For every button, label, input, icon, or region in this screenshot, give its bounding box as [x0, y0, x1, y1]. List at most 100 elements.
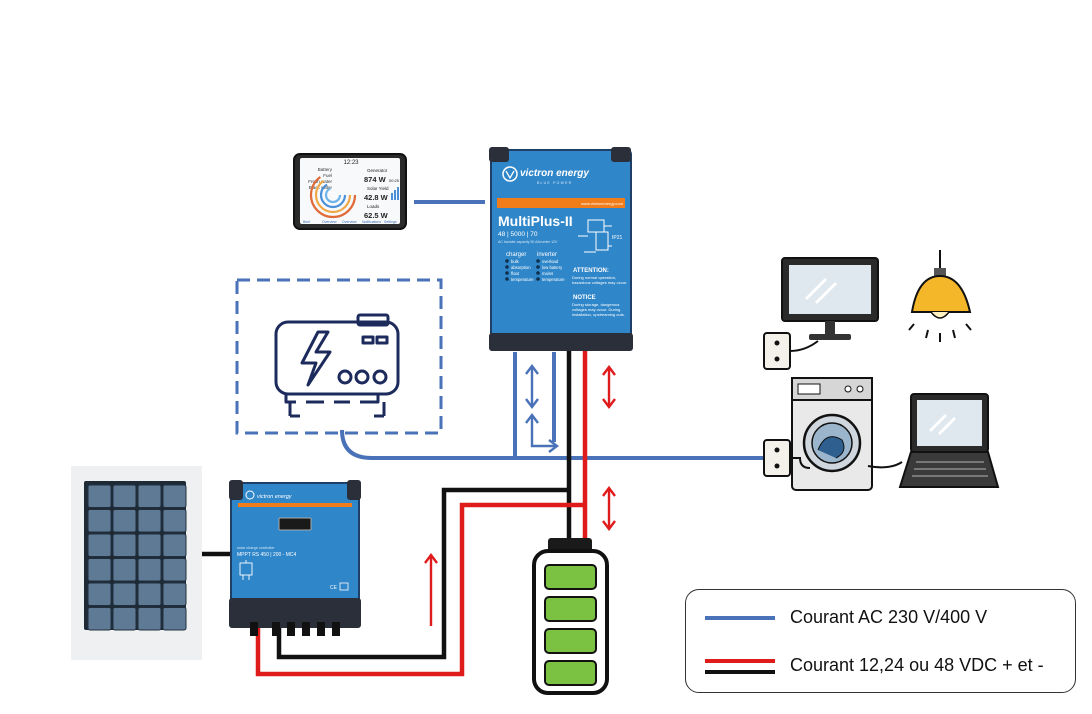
- tank-label: Fuel: [323, 173, 332, 178]
- mppt-charge-up-arrow: [424, 553, 438, 626]
- inverter-website: www.victronenergy.com: [581, 201, 624, 206]
- solar-cell: [87, 509, 112, 533]
- charger-leds: bulk absorption float temperature: [505, 259, 534, 282]
- display-nav-item: Brief: [303, 220, 310, 224]
- inverter-brand-sub: BLUE POWER: [537, 181, 572, 185]
- solar-value: 42.8 W: [364, 193, 389, 202]
- legend: Courant AC 230 V/400 V Courant 12,24 ou …: [685, 589, 1076, 693]
- solar-cell: [112, 509, 137, 533]
- gx-touch-display: 12:23 Battery Fuel Fresh water Black wat…: [293, 153, 407, 230]
- ceiling-lamp-icon: [908, 250, 972, 342]
- solar-cell: [112, 607, 137, 631]
- inverter-model: MultiPlus-II: [498, 213, 573, 229]
- loads: [763, 250, 1000, 491]
- mppt-circuit-icon: [239, 560, 253, 580]
- washing-machine-icon: [791, 377, 873, 491]
- dc-battery-bidirectional-arrow: [602, 486, 616, 531]
- charger-state: absorption: [511, 265, 531, 270]
- battery-cells: [544, 564, 597, 686]
- bin-icon: [339, 582, 349, 591]
- tank-label: Black water: [309, 185, 333, 190]
- generator-icon: [274, 313, 400, 418]
- attention-title: ATTENTION:: [573, 268, 609, 274]
- loads-label: Loads: [367, 204, 380, 209]
- solar-cell: [112, 558, 137, 582]
- laptop-icon: [867, 393, 1000, 488]
- tank-rings: [309, 171, 357, 219]
- attention-text: During normal operation, hazardous volta…: [572, 275, 628, 285]
- notice-title: NOTICE: [573, 295, 596, 301]
- circuit-symbol-icon: [578, 219, 612, 253]
- display-nav: Brief Overview Overview Notifications Se…: [303, 220, 397, 224]
- generator-label: Generator: [367, 168, 388, 173]
- solar-label: Solar Yield: [367, 186, 389, 191]
- display-bar-icons: [391, 187, 399, 200]
- wall-outlet-icon: [763, 439, 811, 477]
- solar-cell: [137, 582, 162, 606]
- ac-bus-line: [340, 429, 765, 460]
- solar-cell: [162, 533, 187, 557]
- inverter-rating-note: AC transfer capacity 50 A/inverter 12V: [498, 240, 558, 244]
- legend-dc-negative-swatch: [705, 670, 775, 674]
- inverter-state: overload: [542, 259, 559, 264]
- generator-value: 874 W: [364, 175, 387, 184]
- solar-cell: [162, 582, 187, 606]
- tank-label: Battery: [318, 167, 333, 172]
- victron-logo-icon: [502, 166, 518, 182]
- mppt-brand: victron energy: [257, 494, 293, 500]
- solar-panel: [71, 466, 202, 660]
- legend-ac-swatch: [705, 616, 775, 620]
- generator-time: 00:25: [389, 178, 400, 183]
- solar-cell: [162, 558, 187, 582]
- tank-labels: Battery Fuel Fresh water Black water: [308, 167, 333, 190]
- inverter-leds: overload low battery mains temperature: [536, 259, 565, 282]
- legend-ac-row: Courant AC 230 V/400 V: [686, 603, 1075, 633]
- mppt-dc-positive: [255, 502, 585, 677]
- tank-label: Fresh water: [308, 179, 332, 184]
- mppt-subtitle: solar charge controller: [237, 546, 275, 550]
- charger-state: bulk: [511, 259, 520, 264]
- charger-state: temperature: [511, 277, 534, 282]
- display-nav-item: Overview: [322, 220, 337, 224]
- charger-heading: charger: [506, 252, 526, 258]
- ac-bidirectional-arrow: [525, 364, 539, 409]
- inverter-brand: victron energy: [520, 168, 589, 179]
- display-nav-item: Overview: [342, 220, 357, 224]
- mppt-marks: CE: [330, 585, 338, 591]
- display-nav-item: Notifications: [362, 220, 381, 224]
- legend-dc-positive-swatch: [705, 659, 775, 663]
- mppt-controller: victron energy solar charge controller M…: [229, 480, 361, 636]
- solar-cell: [87, 533, 112, 557]
- inverter-heading: inverter: [537, 252, 557, 258]
- legend-ac-label: Courant AC 230 V/400 V: [790, 607, 988, 627]
- inverter-state: low battery: [542, 265, 563, 270]
- monitor-icon: [781, 257, 879, 340]
- legend-dc-row: Courant 12,24 ou 48 VDC + et -: [686, 652, 1075, 682]
- generator: [235, 278, 443, 435]
- dc-wiring: [186, 345, 588, 677]
- inverter-rating: 48 | 5000 | 70: [498, 231, 538, 238]
- inverter-ip-rating: IP21: [612, 235, 623, 241]
- solar-cell: [137, 484, 162, 508]
- solar-cells: [87, 484, 187, 631]
- solar-cell: [137, 533, 162, 557]
- solar-cell: [87, 582, 112, 606]
- ac-wiring: [340, 200, 765, 460]
- battery: [532, 538, 609, 695]
- solar-cell: [112, 484, 137, 508]
- solar-cell: [137, 607, 162, 631]
- wall-outlet-icon: [763, 332, 819, 370]
- mppt-connectors: [250, 622, 340, 636]
- mppt-lcd: [278, 517, 312, 531]
- solar-cell: [112, 533, 137, 557]
- solar-cell: [87, 558, 112, 582]
- solar-cell: [87, 484, 112, 508]
- flow-arrows: [424, 364, 616, 626]
- solar-cell: [87, 607, 112, 631]
- charger-state: float: [511, 271, 520, 276]
- display-nav-item: Settings: [384, 220, 397, 224]
- display-time: 12:23: [343, 160, 359, 166]
- ac-out-corner-arrow: [525, 413, 559, 453]
- solar-cell: [137, 509, 162, 533]
